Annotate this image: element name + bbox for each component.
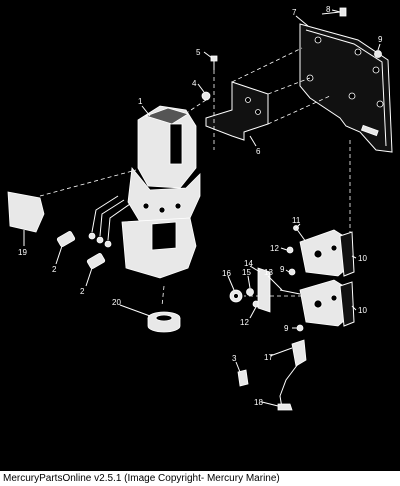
fitting-2-lower[interactable] [86,253,106,270]
callout-2-lower: 2 [80,287,85,296]
reservoir-cap-20[interactable] [147,311,181,333]
callout-7: 7 [292,8,297,17]
bracket-6[interactable] [205,81,269,141]
screw-11[interactable] [293,225,307,243]
terminal-18[interactable] [277,403,293,411]
leader-lines [23,9,381,407]
washer-12-upper[interactable] [286,246,294,254]
callout-10-upper: 10 [358,254,367,263]
callout-16: 16 [222,269,231,278]
callout-6: 6 [256,147,261,156]
callout-9-top: 9 [378,35,383,44]
cable-17[interactable] [279,339,307,409]
solenoid-10-upper[interactable] [299,229,355,277]
nut-16[interactable] [229,289,243,303]
nut-9-lower[interactable] [296,324,304,332]
pump-motor-assembly[interactable] [88,105,201,279]
callout-14: 14 [244,259,253,268]
callout-4: 4 [192,79,197,88]
callout-12-lower: 12 [240,318,249,327]
washer-15[interactable] [246,288,254,296]
parts-diagram: 1 2 2 3 4 5 6 7 8 9 9 9 10 10 11 12 12 1… [7,5,393,411]
callout-20: 20 [112,298,121,307]
callout-3: 3 [232,354,237,363]
solenoid-10-lower[interactable] [299,279,355,327]
callout-9-lower: 9 [284,324,289,333]
assembly-lines [39,47,351,307]
callout-18: 18 [254,398,263,407]
bracket-14[interactable] [257,267,271,313]
terminal-3[interactable] [237,369,249,387]
callout-10-lower: 10 [358,306,367,315]
callout-2-upper: 2 [52,265,57,274]
callout-5: 5 [196,48,201,57]
callout-17: 17 [264,353,273,362]
callouts: 1 2 2 3 4 5 6 7 8 9 9 9 10 10 11 12 12 1… [18,5,383,407]
nut-9-middle[interactable] [288,268,296,276]
callout-8: 8 [326,5,331,14]
decal-19[interactable] [7,191,45,233]
callout-11: 11 [292,216,301,225]
callout-12-upper: 12 [270,244,279,253]
copyright-caption: MercuryPartsOnline v2.5.1 (Image Copyrig… [0,471,400,486]
callout-13: 13 [264,268,273,277]
nut-9-top[interactable] [374,50,382,58]
nut-4[interactable] [201,91,211,101]
callout-15: 15 [242,268,251,277]
callout-19: 19 [18,248,27,257]
callout-1: 1 [138,97,143,106]
bolt-13[interactable] [279,289,301,295]
screw-5[interactable] [210,55,218,70]
callout-9-middle: 9 [280,265,285,274]
fitting-2-upper[interactable] [56,231,76,248]
